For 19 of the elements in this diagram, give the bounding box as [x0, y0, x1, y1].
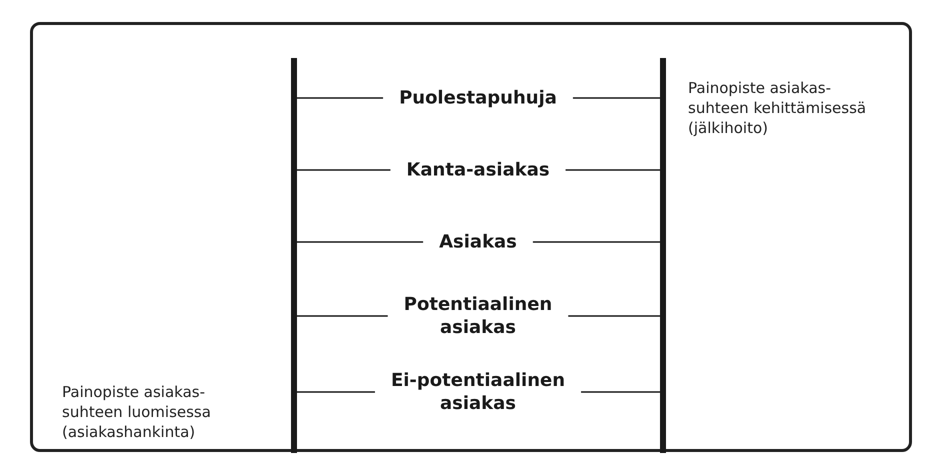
ladder-rung-line	[572, 97, 660, 99]
ladder-rung-label: Asiakas	[423, 230, 533, 254]
ladder-rung-line	[297, 241, 424, 243]
ladder-rung-line	[297, 391, 375, 393]
ladder-rail	[291, 58, 297, 453]
ladder-rung-label: Puolestapuhuja	[383, 86, 573, 110]
ladder-rung-label: Kanta-asiakas	[390, 158, 566, 182]
ladder-rung-line	[532, 241, 660, 243]
note-text: Painopiste asiakas-suhteen luomisessa (asiakashankinta)	[62, 382, 212, 442]
ladder-rung-line	[581, 391, 660, 393]
ladder-rung-line	[297, 97, 384, 99]
note-text: Painopiste asiakas-suhteen kehittämisessä (jälkihoito)	[688, 78, 868, 138]
ladder-rung-line	[297, 315, 388, 317]
ladder-rung-line	[566, 169, 660, 171]
ladder-rung-line	[568, 315, 660, 317]
ladder-rung-label: Ei-potentiaalinen asiakas	[374, 369, 582, 415]
ladder-rail	[660, 58, 666, 453]
ladder-rung-line	[297, 169, 390, 171]
ladder-rung-label: Potentiaalinen asiakas	[388, 293, 568, 339]
